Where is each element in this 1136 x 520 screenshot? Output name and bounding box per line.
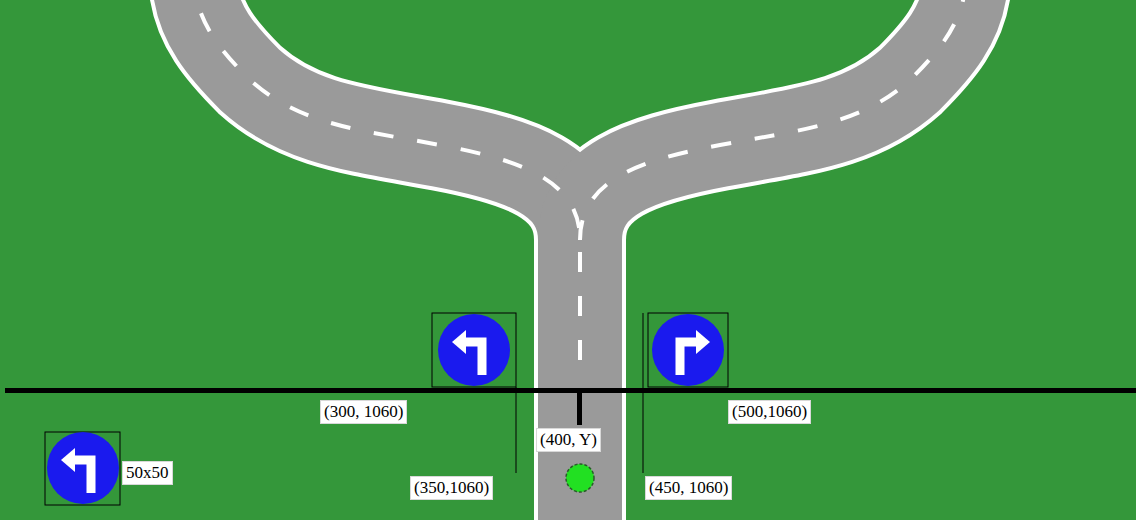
road-edge bbox=[580, 0, 965, 520]
car-marker bbox=[566, 464, 594, 492]
coordinate-label: (350,1060) bbox=[410, 476, 493, 500]
sign-arrowhead bbox=[696, 330, 710, 354]
road-surface bbox=[195, 0, 580, 520]
road bbox=[195, 0, 965, 520]
sign-frame bbox=[648, 313, 728, 387]
y-tick bbox=[577, 393, 582, 425]
road-edge bbox=[195, 0, 580, 520]
sign-arrowhead bbox=[61, 448, 75, 472]
right-turn-sign bbox=[652, 314, 724, 386]
road-surface bbox=[580, 0, 965, 520]
sign-disc bbox=[438, 314, 510, 386]
stop-line bbox=[5, 388, 1136, 393]
leader-lines bbox=[45, 313, 728, 505]
lane-dashes bbox=[580, 0, 965, 240]
left-turn-sign bbox=[438, 314, 510, 386]
coordinate-label: (300, 1060) bbox=[320, 400, 407, 424]
leader-line bbox=[643, 313, 644, 473]
sign-arrowhead bbox=[452, 330, 466, 354]
sign-frame bbox=[432, 313, 516, 387]
left-turn-sign bbox=[47, 432, 119, 504]
lane-dashes bbox=[195, 0, 580, 360]
sign-disc bbox=[47, 432, 119, 504]
coordinate-label: (400, Y) bbox=[536, 428, 601, 452]
sign-disc bbox=[652, 314, 724, 386]
coordinate-label: (450, 1060) bbox=[645, 476, 732, 500]
sign-frame bbox=[45, 432, 120, 505]
coordinate-label: (500,1060) bbox=[728, 400, 811, 424]
size-label: 50x50 bbox=[122, 461, 173, 485]
leader-line bbox=[516, 387, 517, 473]
